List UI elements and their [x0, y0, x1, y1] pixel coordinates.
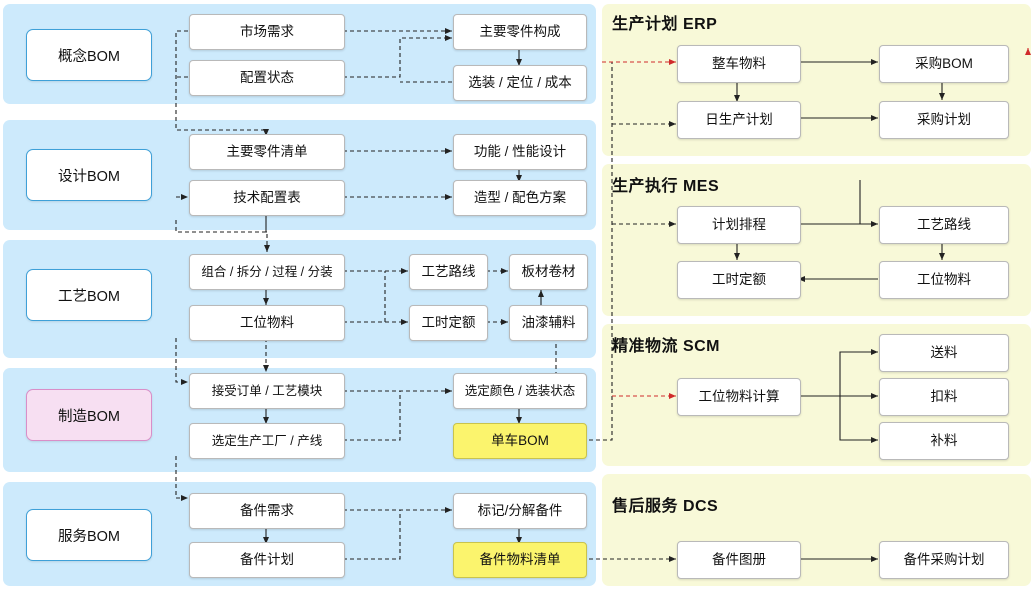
node-station-material-calc[interactable]: 工位物料计算 — [677, 378, 801, 416]
node-mark-split-spare-part[interactable]: 标记/分解备件 — [453, 493, 587, 529]
node-spare-part-demand[interactable]: 备件需求 — [189, 493, 345, 529]
node-process-route[interactable]: 工艺路线 — [409, 254, 488, 290]
node-whole-vehicle-material[interactable]: 整车物料 — [677, 45, 801, 83]
node-combine-split-process-assembly[interactable]: 组合 / 拆分 / 过程 / 分装 — [189, 254, 345, 290]
bom-label-design[interactable]: 设计BOM — [26, 149, 152, 201]
node-work-hour-quota[interactable]: 工时定额 — [409, 305, 488, 341]
node-mes-work-hour-quota[interactable]: 工时定额 — [677, 261, 801, 299]
node-spare-part-plan[interactable]: 备件计划 — [189, 542, 345, 578]
section-title-scm: 精准物流 SCM — [612, 338, 721, 355]
node-select-plant-line[interactable]: 选定生产工厂 / 产线 — [189, 423, 345, 459]
node-paint-auxiliary[interactable]: 油漆辅料 — [509, 305, 588, 341]
node-spare-part-purchase-plan[interactable]: 备件采购计划 — [879, 541, 1009, 579]
node-purchase-bom[interactable]: 采购BOM — [879, 45, 1009, 83]
bom-label-manufacture[interactable]: 制造BOM — [26, 389, 152, 441]
node-deliver-material[interactable]: 送料 — [879, 334, 1009, 372]
node-sheet-coil[interactable]: 板材卷材 — [509, 254, 588, 290]
node-spare-part-catalog[interactable]: 备件图册 — [677, 541, 801, 579]
node-market-demand[interactable]: 市场需求 — [189, 14, 345, 50]
node-config-status[interactable]: 配置状态 — [189, 60, 345, 96]
node-daily-production-plan[interactable]: 日生产计划 — [677, 101, 801, 139]
bom-label-concept[interactable]: 概念BOM — [26, 29, 152, 81]
node-main-parts-list[interactable]: 主要零件清单 — [189, 134, 345, 170]
node-single-vehicle-bom[interactable]: 单车BOM — [453, 423, 587, 459]
node-purchase-plan[interactable]: 采购计划 — [879, 101, 1009, 139]
node-deduct-material[interactable]: 扣料 — [879, 378, 1009, 416]
node-replenish-material[interactable]: 补料 — [879, 422, 1009, 460]
node-tech-config-table[interactable]: 技术配置表 — [189, 180, 345, 216]
section-title-mes: 生产执行 MES — [612, 178, 720, 195]
node-option-position-cost[interactable]: 选装 / 定位 / 成本 — [453, 65, 587, 101]
section-title-erp: 生产计划 ERP — [612, 16, 718, 33]
bom-label-process[interactable]: 工艺BOM — [26, 269, 152, 321]
node-select-color-option[interactable]: 选定颜色 / 选装状态 — [453, 373, 587, 409]
section-title-dcs: 售后服务 DCS — [612, 498, 719, 515]
node-function-performance-design[interactable]: 功能 / 性能设计 — [453, 134, 587, 170]
node-spare-part-material-list[interactable]: 备件物料清单 — [453, 542, 587, 578]
node-planning-scheduling[interactable]: 计划排程 — [677, 206, 801, 244]
node-mes-station-material[interactable]: 工位物料 — [879, 261, 1009, 299]
node-mes-process-route[interactable]: 工艺路线 — [879, 206, 1009, 244]
node-station-material[interactable]: 工位物料 — [189, 305, 345, 341]
node-main-parts-composition[interactable]: 主要零件构成 — [453, 14, 587, 50]
node-styling-color-scheme[interactable]: 造型 / 配色方案 — [453, 180, 587, 216]
bom-label-service[interactable]: 服务BOM — [26, 509, 152, 561]
node-accept-order-process-module[interactable]: 接受订单 / 工艺模块 — [189, 373, 345, 409]
